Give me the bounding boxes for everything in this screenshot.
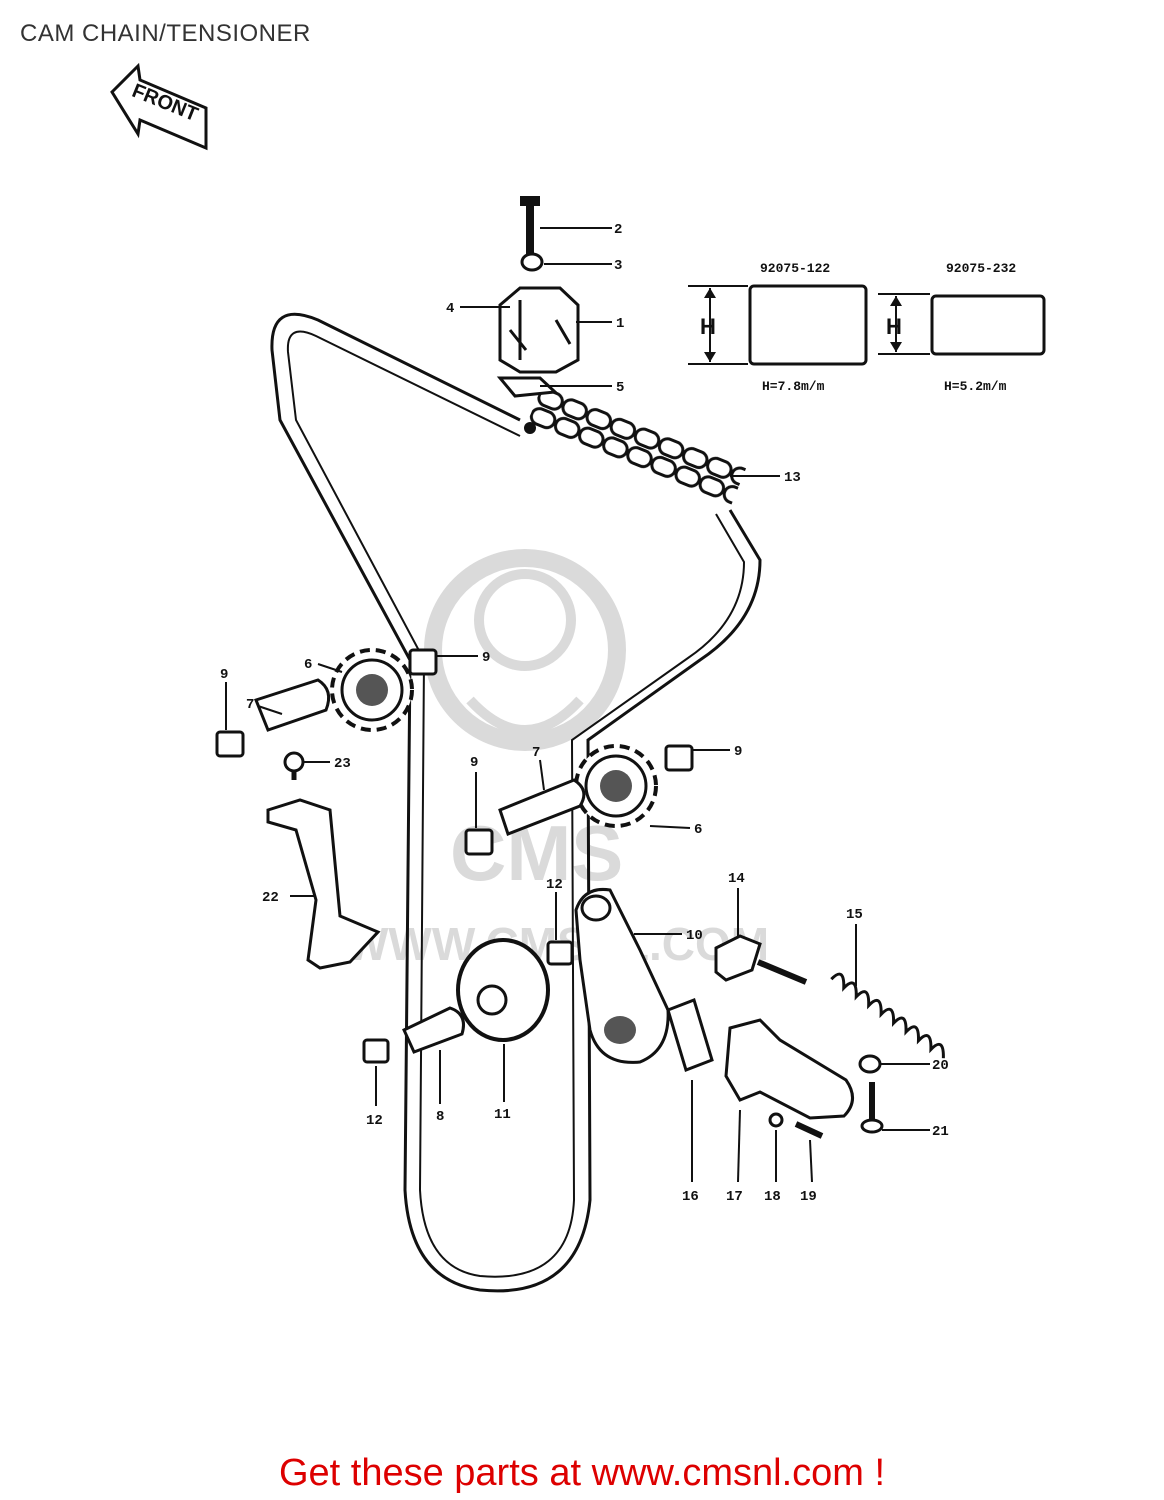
front-arrow: FRONT xyxy=(110,62,208,151)
callout-20: 20 xyxy=(932,1058,949,1074)
callout-18: 18 xyxy=(764,1189,781,1205)
shim-1-spec: H=7.8m/m xyxy=(762,379,825,394)
damper-9-middle xyxy=(464,828,494,856)
gasket xyxy=(666,998,714,1072)
callout-22: 22 xyxy=(262,890,279,906)
callout-12-lower: 12 xyxy=(366,1113,383,1129)
shim-1-part-number: 92075-122 xyxy=(760,261,830,276)
shaft-lower xyxy=(402,1006,465,1054)
callout-14: 14 xyxy=(728,871,745,887)
callout-23: 23 xyxy=(334,756,351,772)
push-rod xyxy=(714,934,808,985)
callout-21: 21 xyxy=(932,1124,949,1140)
tensioner-roller xyxy=(456,938,550,1042)
damper-9-left xyxy=(215,730,245,758)
callout-9-top: 9 xyxy=(482,650,490,666)
page-title: CAM CHAIN/TENSIONER xyxy=(20,20,311,47)
shim-2-spec: H=5.2m/m xyxy=(944,379,1007,394)
damper-9-top xyxy=(408,648,438,676)
callout-7-middle: 7 xyxy=(532,745,540,761)
callout-9-right: 9 xyxy=(734,744,742,760)
washer xyxy=(768,1112,784,1128)
callout-12-upper: 12 xyxy=(546,877,563,893)
callout-8: 8 xyxy=(436,1109,444,1125)
callout-16: 16 xyxy=(682,1189,699,1205)
callout-15: 15 xyxy=(846,907,863,923)
top-chain-guide xyxy=(496,196,580,398)
callout-3: 3 xyxy=(614,258,622,274)
damper-9-right xyxy=(664,744,694,772)
damper-12-lower xyxy=(362,1038,390,1064)
tensioner-spring xyxy=(830,972,945,1059)
shim-diagram-1: 92075-122 H H=7.8m/m xyxy=(688,261,868,394)
parts-diagram: CMS WWW.CMSNL.COM FRONT 92075-122 H H=7.… xyxy=(110,62,1046,1293)
callout-4: 4 xyxy=(446,301,454,317)
callout-17: 17 xyxy=(726,1189,743,1205)
bolt-19 xyxy=(794,1121,824,1139)
idler-sprocket-upper xyxy=(330,648,414,732)
bolt-23 xyxy=(283,751,305,780)
shim-diagram-2: 92075-232 H H=5.2m/m xyxy=(878,261,1046,394)
callout-9-left: 9 xyxy=(220,667,228,683)
guide-bracket xyxy=(266,798,381,970)
callout-1: 1 xyxy=(616,316,624,332)
callout-13: 13 xyxy=(784,470,801,486)
idler-sprocket-lower xyxy=(574,744,658,828)
damper-12-upper xyxy=(546,940,574,966)
get-parts-link[interactable]: Get these parts at www.cmsnl.com ! xyxy=(278,1452,886,1494)
callout-2: 2 xyxy=(614,222,622,238)
lock-nut xyxy=(858,1054,882,1074)
callout-19: 19 xyxy=(800,1189,817,1205)
callout-11: 11 xyxy=(494,1107,511,1123)
leader-lines xyxy=(225,227,930,1183)
cam-chain xyxy=(270,312,762,1293)
callout-5: 5 xyxy=(616,380,624,396)
callout-9-middle: 9 xyxy=(470,755,478,771)
callout-7-upper: 7 xyxy=(246,697,254,713)
callout-10: 10 xyxy=(686,928,703,944)
tensioner-housing xyxy=(724,1018,854,1120)
shim-2-part-number: 92075-232 xyxy=(946,261,1016,276)
shaft-upper xyxy=(254,678,331,732)
callout-6-lower: 6 xyxy=(694,822,702,838)
adjuster-bolt xyxy=(860,1082,884,1134)
callout-6-upper: 6 xyxy=(304,657,312,673)
shim-2-h-label: H xyxy=(886,314,902,339)
shim-1-h-label: H xyxy=(700,314,716,339)
tensioner-arm xyxy=(574,887,670,1064)
shaft-middle xyxy=(498,778,586,836)
